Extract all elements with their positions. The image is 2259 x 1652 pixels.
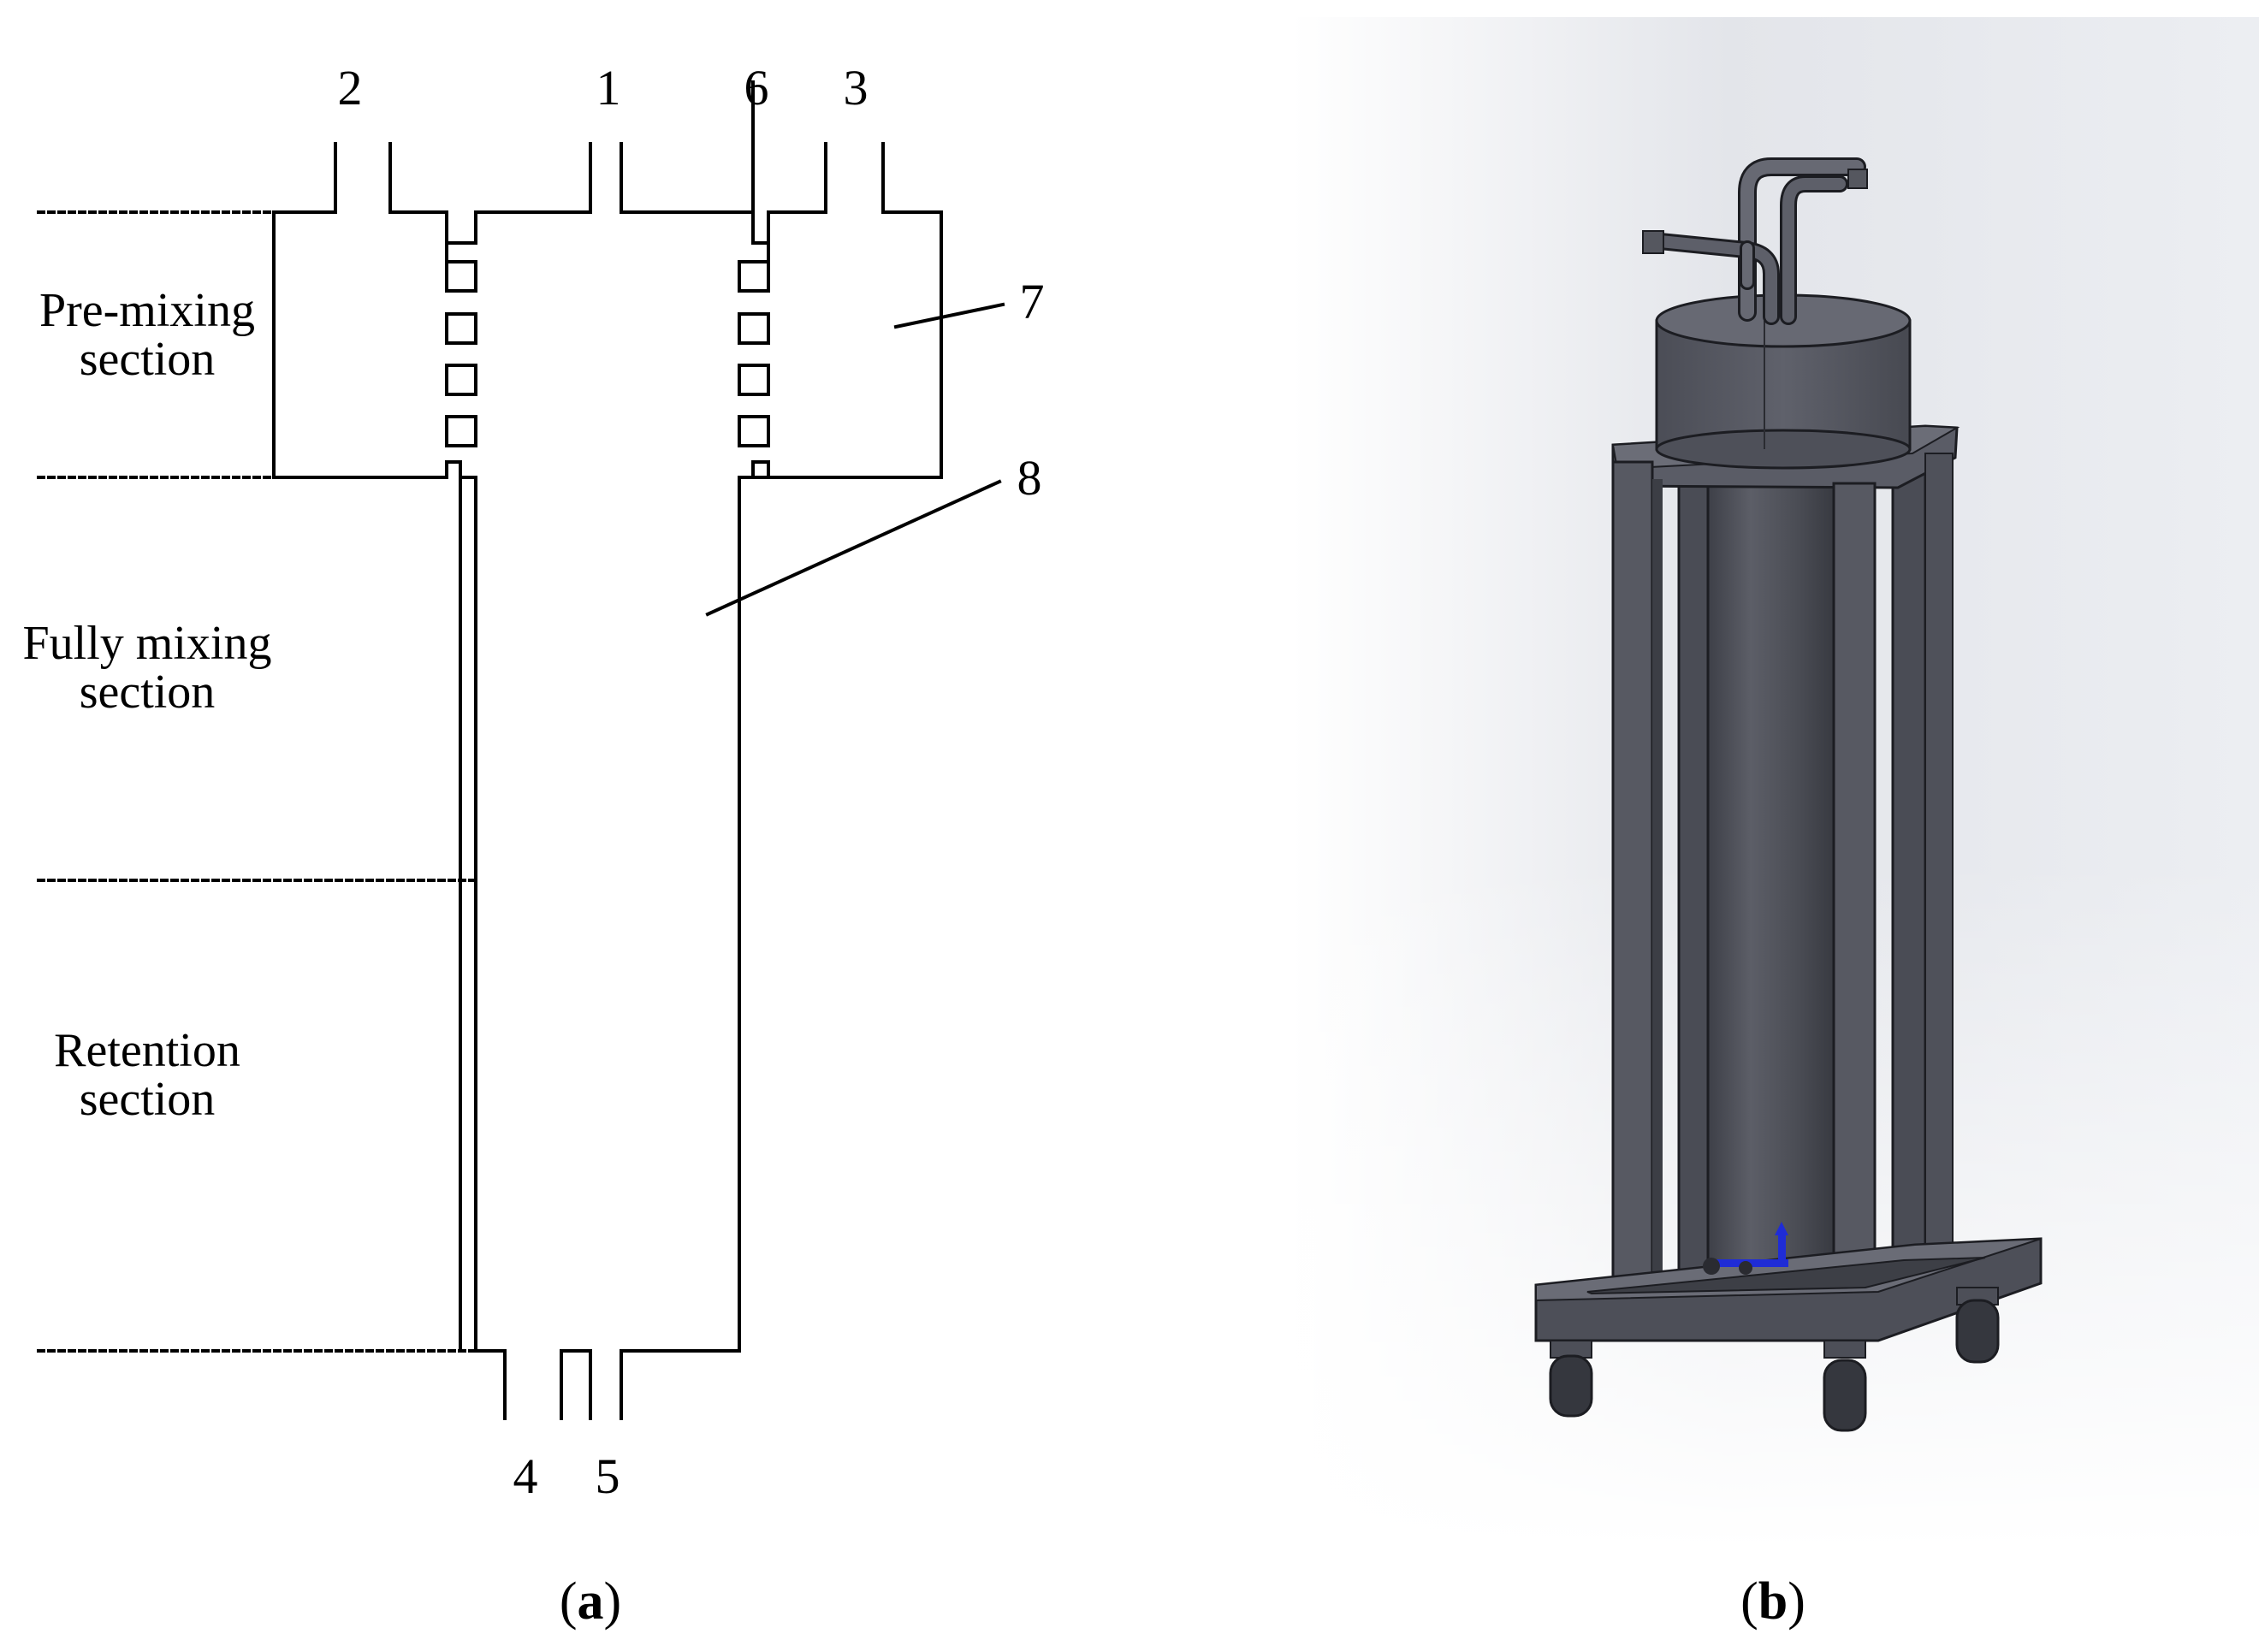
orifice xyxy=(445,260,477,293)
frame-post-back-right xyxy=(1891,460,1927,1294)
frame-post-back-left xyxy=(1677,482,1710,1306)
premix-section-label-line1: Pre-mixing xyxy=(39,284,255,337)
frame-post-front-left xyxy=(1611,460,1654,1306)
retention-section-label-line1: Retention xyxy=(54,1024,240,1077)
port-label-7: 7 xyxy=(1020,274,1045,329)
port-label-6: 6 xyxy=(744,60,769,115)
reactor-cylinder xyxy=(1701,465,1841,1281)
frame-post-front-right xyxy=(1832,482,1877,1319)
leader-line-8 xyxy=(705,479,1002,617)
caption-a: (a) xyxy=(560,1572,621,1631)
port-label-8: 8 xyxy=(1017,450,1042,506)
orifice xyxy=(738,260,770,293)
premix-vessel-outline xyxy=(272,142,943,1420)
flow-marker xyxy=(1703,1222,1788,1275)
port-labels: 2 1 6 3 7 8 4 5 xyxy=(338,60,1045,1504)
orifice xyxy=(445,312,477,345)
caster-wheels xyxy=(1549,1287,2000,1432)
orifice xyxy=(445,415,477,447)
fully-mixing-section-label-line1: Fully mixing xyxy=(23,617,272,670)
retention-section-label-line2: section xyxy=(80,1073,216,1126)
orifice xyxy=(738,364,770,396)
leader-line-7 xyxy=(893,302,1005,329)
inlet-pipes xyxy=(1651,157,1866,325)
schematic-diagram xyxy=(37,80,1005,1420)
section-labels: Pre-mixing section Fully mixing section … xyxy=(23,284,272,1126)
orifice xyxy=(738,415,770,447)
port-label-2: 2 xyxy=(338,60,363,115)
port-label-5: 5 xyxy=(596,1448,620,1504)
fully-mixing-section-label-line2: section xyxy=(80,666,216,719)
reactor-3d-render xyxy=(1292,17,2259,1548)
caption-b: (b) xyxy=(1740,1572,1805,1631)
orifice xyxy=(445,364,477,396)
port-label-4: 4 xyxy=(513,1448,538,1504)
premix-section-label-line2: section xyxy=(80,333,216,386)
mixing-tube xyxy=(445,212,770,1351)
port-label-1: 1 xyxy=(596,60,621,115)
orifice xyxy=(738,312,770,345)
port-label-3: 3 xyxy=(844,60,869,115)
